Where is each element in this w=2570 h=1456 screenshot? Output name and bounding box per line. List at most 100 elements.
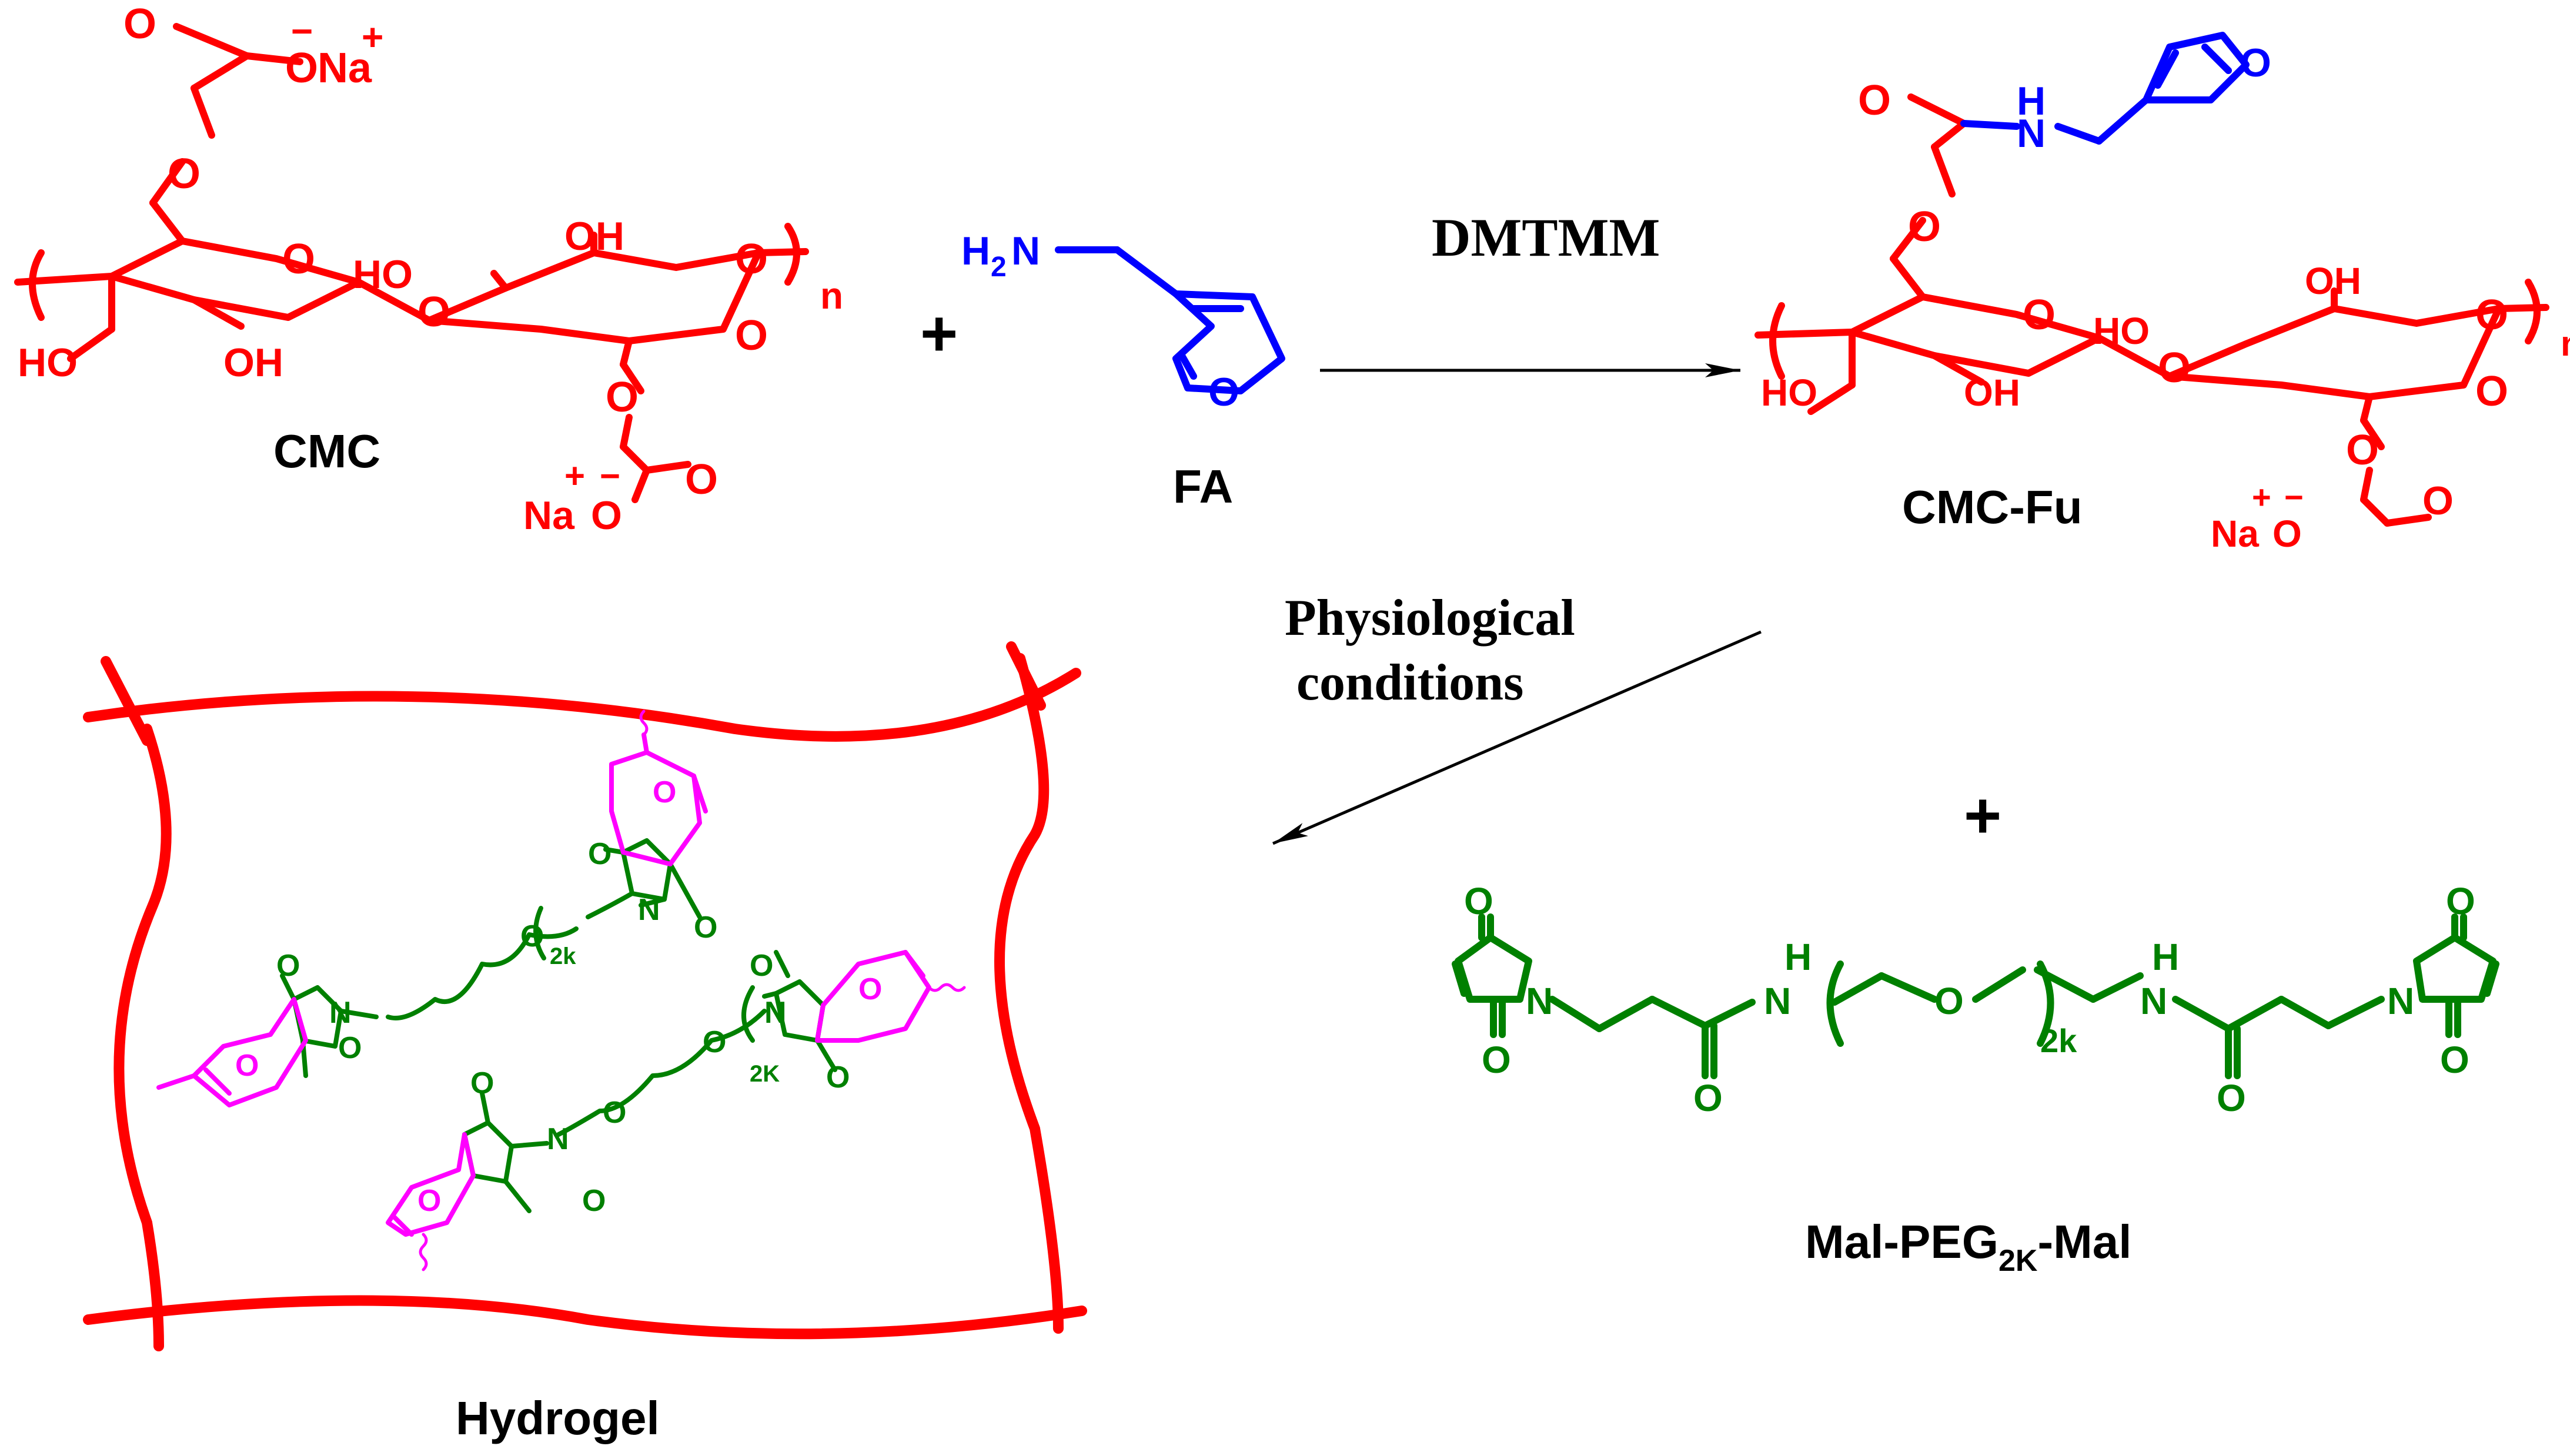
cmc-ether2-o: O <box>606 374 639 421</box>
cmc-fu-carbonyl-o: O <box>1858 77 1891 124</box>
fa-label: FA <box>1173 460 1233 513</box>
cmc-ring2-o-top: O <box>735 236 768 283</box>
peg-o: O <box>1934 980 1964 1022</box>
reagent-label: DMTMM <box>1432 207 1660 267</box>
chain1-o: O <box>520 919 544 953</box>
cmc-na: Na <box>318 45 372 92</box>
cmc-minus-top: − <box>291 10 313 52</box>
cmc-fu-n-subscript: n <box>2561 324 2570 363</box>
cmc-carbonyl2-o: O <box>685 456 718 503</box>
conditions-line2: conditions <box>1296 654 1523 711</box>
adduct1-bridge-o: O <box>653 775 676 809</box>
mal-right-n: N <box>2387 980 2414 1022</box>
cmc-fu-oh-top: OH <box>2305 260 2361 302</box>
adduct1-n: N <box>638 893 660 927</box>
adduct2-n: N <box>329 996 352 1030</box>
adduct3-o-bottom: O <box>826 1060 850 1094</box>
cmc-ring2-o: O <box>735 312 768 359</box>
cmc-structure <box>14 23 809 503</box>
cmc-plus-bottom: + <box>564 456 585 496</box>
cmc-o-bottom: O <box>591 493 622 538</box>
mal-right-o-top: O <box>2446 880 2475 922</box>
adduct4-o-top: O <box>470 1066 494 1100</box>
cmc-fu-ether-o: O <box>1908 203 1941 250</box>
adduct4-n: N <box>547 1122 569 1156</box>
cmc-carbonyl-o: O <box>123 1 156 48</box>
cmc-ring1-o: O <box>282 236 315 283</box>
hydrogel-adducts <box>156 709 966 1271</box>
adduct1-o-bottom: O <box>694 911 717 945</box>
mal-left-o-bottom: O <box>1482 1039 1511 1081</box>
adduct2-o-bottom: O <box>338 1031 362 1065</box>
cmc-fu-amide-n: N <box>2017 111 2046 156</box>
cmc-fu-minus-bottom: − <box>2284 478 2304 516</box>
cmc-ho-ring2: HO <box>353 252 413 297</box>
cmc-atom-labels: O O Na − + O O O O O HO OH HO OH O O Na … <box>18 1 843 538</box>
reaction-arrow-2 <box>1272 630 1762 845</box>
cmc-carboxylate-o: O <box>285 45 318 92</box>
cmc-fu-furan-o: O <box>2240 41 2271 85</box>
fa-ring-o: O <box>1208 370 1239 414</box>
cmc-fu-ho-left: HO <box>1761 371 1817 414</box>
cmc-fu-oh-mid: OH <box>1964 371 2020 414</box>
fa-n: N <box>1011 229 1040 273</box>
cmc-fu-ring2-o-top: O <box>2475 292 2508 339</box>
adduct2-bridge-o: O <box>235 1049 259 1083</box>
cmc-fu-ho-ring2: HO <box>2093 310 2150 352</box>
amide-right-o: O <box>2217 1077 2246 1119</box>
fa-atom-labels: H 2 N O <box>961 229 1239 414</box>
cmc-fu-ring2-o: O <box>2475 368 2508 415</box>
cmc-minus-bottom: − <box>600 456 620 496</box>
cmc-fu-atom-labels: O H N O O O O O O HO OH HO OH O O Na O +… <box>1761 41 2570 555</box>
adduct1-o-top: O <box>588 837 611 871</box>
mal-right-o-bottom: O <box>2440 1039 2469 1081</box>
conditions-line1: Physiological <box>1285 590 1575 647</box>
adduct3-o-top: O <box>750 949 773 983</box>
cmc-fu-glycosidic-o: O <box>2158 344 2191 391</box>
fa-h: H <box>961 229 990 273</box>
cmc-fu-amide-h: H <box>2017 79 2046 123</box>
amide-left-n: N <box>1764 980 1791 1022</box>
cmc-glycosidic-o: O <box>417 289 450 336</box>
cmc-plus-top: + <box>362 16 383 58</box>
chain2-2k: 2K <box>750 1061 780 1087</box>
fa-2: 2 <box>991 252 1007 283</box>
hydrogel-atom-labels: O O O N O 2k O N O O O N O O O 2K O N O … <box>235 775 882 1218</box>
cmc-ho-left: HO <box>18 340 78 385</box>
cmc-fu-carbonyl2-o: O <box>2422 478 2454 523</box>
cmc-fu-plus-bottom: + <box>2252 478 2271 516</box>
cmc-fu-ring1-o: O <box>2023 292 2056 339</box>
hydrogel-network-frame <box>83 641 1087 1351</box>
cmc-fu-label: CMC-Fu <box>1902 481 2083 533</box>
mal-peg-mal-label: Mal-PEG2K-Mal <box>1805 1216 2131 1278</box>
cmc-n-subscript: n <box>820 275 843 317</box>
chain1-2k: 2k <box>550 943 576 969</box>
fa-structure <box>1055 246 1285 394</box>
adduct4-bridge-o: O <box>417 1184 441 1218</box>
cmc-oh-mid: OH <box>223 340 283 385</box>
cmc-ether-o: O <box>168 150 200 198</box>
amide-right-n: N <box>2140 980 2167 1022</box>
amide-left-o: O <box>1693 1077 1723 1119</box>
mal-peg-mal-structure <box>1452 913 2499 1079</box>
cmc-na-bottom: Na <box>523 493 575 538</box>
cmc-oh-top: OH <box>564 214 624 259</box>
amide-right-h: H <box>2152 936 2179 978</box>
amide-left-h: H <box>1784 936 1812 978</box>
mal-left-n: N <box>1526 980 1553 1022</box>
plus-sign-1: + <box>920 297 958 370</box>
cmc-fu-o-bottom: O <box>2272 513 2302 555</box>
mal-peg-mal-atom-labels: O O N O H N O 2k H N O N O O <box>1464 880 2475 1119</box>
plus-sign-2: + <box>1964 779 2001 852</box>
cmc-fu-structure <box>1754 93 2549 527</box>
adduct3-bridge-o: O <box>858 972 882 1006</box>
adduct2-o-top: O <box>276 949 300 983</box>
cmc-fu-na-bottom: Na <box>2211 513 2259 555</box>
hydrogel-label: Hydrogel <box>456 1392 660 1444</box>
cmc-fu-furan <box>1960 32 2250 145</box>
adduct3-n: N <box>764 996 787 1030</box>
chain2-end-o: O <box>603 1096 626 1130</box>
chain2-o: O <box>703 1025 726 1059</box>
peg-2k: 2k <box>2040 1022 2077 1059</box>
